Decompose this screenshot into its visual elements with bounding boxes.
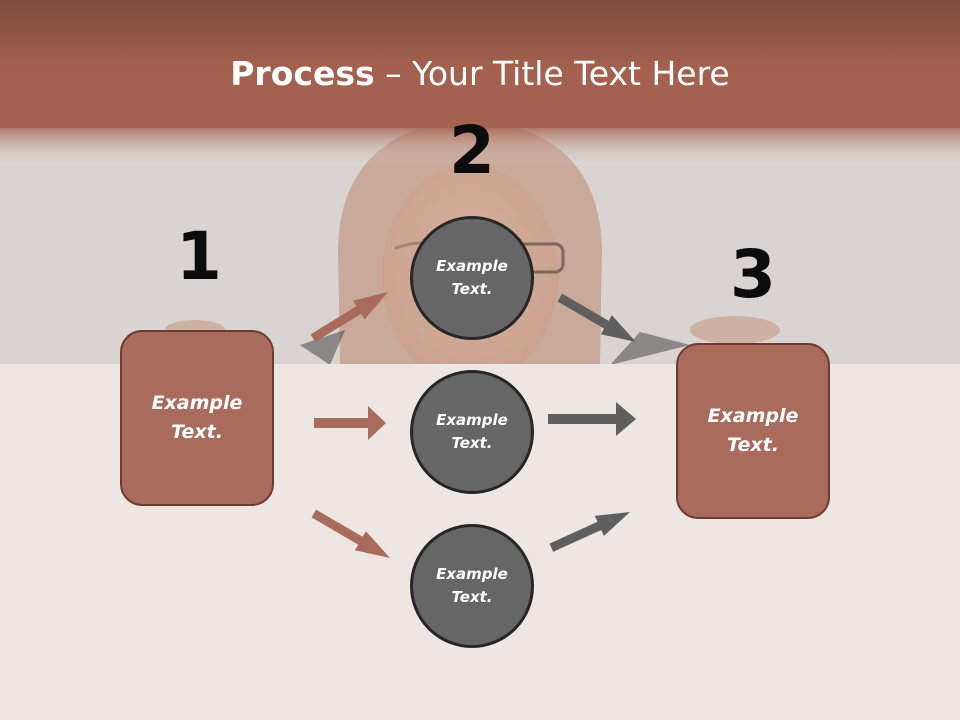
step-2-circle-top: Example Text. [410, 216, 534, 340]
circle-middle-text: Example Text. [436, 411, 508, 452]
slide-title: Process – Your Title Text Here [0, 52, 960, 96]
step-1-text: Example Text. [151, 392, 243, 443]
arrow-1-to-2-bottom [311, 509, 390, 558]
arrow-2-to-3-top [557, 293, 636, 342]
step-3-box: Example Text. [676, 343, 830, 519]
step-number-3: 3 [730, 236, 776, 313]
step-2-circle-middle: Example Text. [410, 370, 534, 494]
arrow-2-to-3-bottom [549, 512, 630, 552]
step-number-2: 2 [449, 112, 495, 189]
step-1-box: Example Text. [120, 330, 274, 506]
title-rest: – Your Title Text Here [374, 54, 730, 93]
step-3-text: Example Text. [707, 405, 799, 456]
circle-bottom-text: Example Text. [436, 565, 508, 606]
circle-top-text: Example Text. [436, 257, 508, 298]
step-number-1: 1 [176, 218, 222, 295]
arrow-1-to-2-middle [314, 406, 386, 440]
arrow-2-to-3-middle [548, 402, 636, 436]
step-2-circle-bottom: Example Text. [410, 524, 534, 648]
arrow-1-to-2-top [310, 292, 388, 343]
title-strong: Process [230, 54, 375, 93]
